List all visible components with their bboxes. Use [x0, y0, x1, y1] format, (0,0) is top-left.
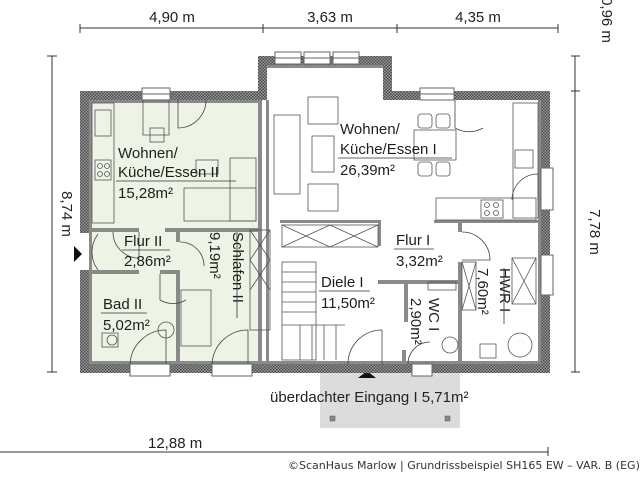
svg-text:9,19m²: 9,19m²: [206, 232, 223, 279]
svg-text:Küche/Essen I: Küche/Essen I: [340, 141, 437, 158]
plan-credit: ©ScanHaus Marlow | Grundrissbeispiel SH1…: [288, 459, 640, 472]
room-wohnen-1: Wohnen/ Küche/Essen I 26,39m²: [338, 121, 452, 179]
dim-top-2: 3,63 m: [307, 9, 353, 26]
svg-text:7,60m²: 7,60m²: [474, 268, 491, 315]
svg-text:Wohnen/: Wohnen/: [340, 121, 401, 138]
dim-right: 7,78 m: [586, 209, 603, 255]
covered-entrance-area: [320, 372, 460, 428]
svg-text:26,39m²: 26,39m²: [340, 162, 395, 179]
room-floors: [89, 65, 541, 364]
svg-text:Küche/Essen II: Küche/Essen II: [118, 164, 219, 181]
dimension-top-right: [571, 55, 580, 93]
dim-bottom: 12,88 m: [148, 435, 202, 452]
svg-text:2,90m²: 2,90m²: [407, 298, 424, 345]
dim-left: 8,74 m: [58, 191, 75, 237]
svg-text:Schlafen II: Schlafen II: [229, 232, 246, 303]
svg-text:Flur I: Flur I: [396, 232, 430, 249]
room-schlafen-2: Schlafen II 9,19m²: [206, 232, 246, 318]
furniture: [91, 96, 539, 361]
room-bad-2: Bad II 5,02m²: [101, 296, 150, 334]
svg-text:Flur II: Flur II: [124, 233, 162, 250]
svg-text:15,28m²: 15,28m²: [118, 185, 173, 202]
svg-text:11,50m²: 11,50m²: [321, 295, 375, 312]
room-flur-1: Flur I 3,32m²: [394, 232, 443, 270]
svg-text:Wohnen/: Wohnen/: [118, 145, 179, 162]
dimension-left: [47, 55, 57, 373]
room-flur-2: Flur II 2,86m²: [122, 233, 171, 270]
svg-text:2,86m²: 2,86m²: [124, 253, 171, 270]
dim-top-right: 0,96 m: [598, 0, 615, 43]
dim-top-1: 4,90 m: [149, 9, 195, 26]
dimension-bottom: [0, 447, 549, 456]
room-hwr-1: HWR I 7,60m²: [474, 268, 513, 324]
windows[interactable]: [129, 51, 554, 377]
dimension-top: [79, 24, 559, 33]
covered-entrance-label: überdachter Eingang I 5,71m²: [270, 389, 469, 406]
svg-text:HWR I: HWR I: [496, 268, 513, 312]
svg-text:3,32m²: 3,32m²: [396, 253, 443, 270]
entrance-arrow-icon: [358, 371, 376, 378]
interior-walls: [89, 65, 541, 364]
room-diele-1: Diele I 11,50m²: [319, 274, 375, 312]
entrance-post: [329, 415, 336, 422]
entrance-arrow-left-icon: [74, 246, 82, 262]
room-wc-1: WC I 2,90m²: [407, 298, 442, 345]
svg-text:WC I: WC I: [425, 298, 442, 331]
room-wohnen-2: Wohnen/ Küche/Essen II 15,28m²: [116, 145, 236, 202]
entrance-post: [444, 415, 451, 422]
svg-text:Bad II: Bad II: [103, 296, 142, 313]
svg-text:5,02m²: 5,02m²: [103, 317, 150, 334]
dim-top-3: 4,35 m: [455, 9, 501, 26]
dimension-right: [571, 90, 580, 373]
svg-text:Diele I: Diele I: [321, 274, 364, 291]
doors[interactable]: [91, 99, 539, 365]
